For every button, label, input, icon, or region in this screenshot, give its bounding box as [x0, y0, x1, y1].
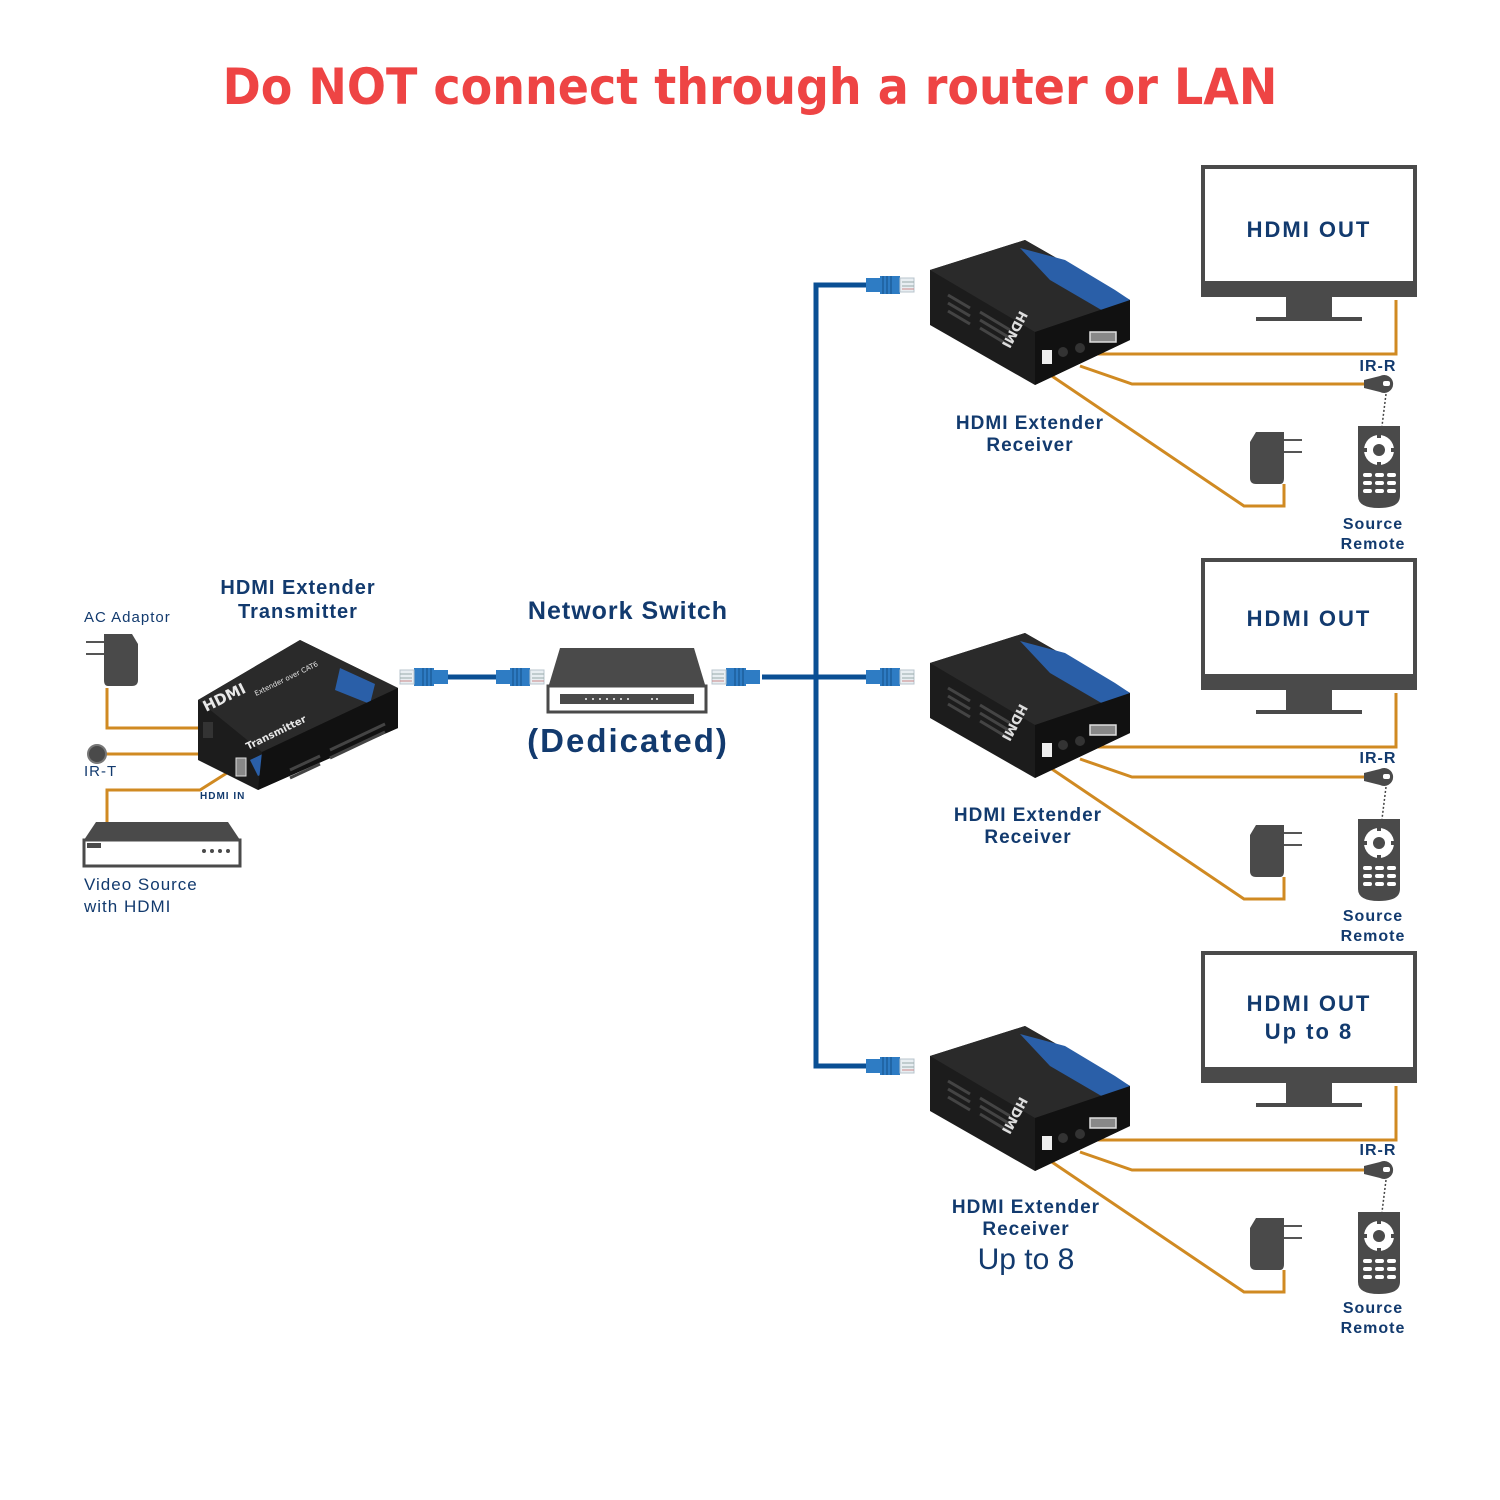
- source-remote: [1358, 426, 1400, 508]
- ir-r-receiver: [1364, 768, 1394, 820]
- source-remote-label: Source Remote: [1330, 1299, 1416, 1339]
- source-remote-line1: Source: [1342, 1300, 1404, 1317]
- source-remote-label: Source Remote: [1330, 515, 1416, 555]
- ir-t-emitter: [87, 744, 107, 764]
- receiver-device: [928, 1024, 1132, 1173]
- network-switch-label: Network Switch: [527, 597, 729, 625]
- rj45-connector-switch-in: [495, 667, 545, 687]
- source-remote: [1358, 1212, 1400, 1294]
- network-switch-sublabel: (Dedicated): [527, 722, 729, 759]
- power-cable-rx: [1039, 1152, 1286, 1294]
- source-remote-line1: Source: [1342, 516, 1404, 533]
- power-cable-rx: [1039, 366, 1286, 508]
- rj45-connector-tx: [399, 667, 449, 687]
- source-remote-line2: Remote: [1340, 928, 1406, 945]
- receiver-label-line2: Receiver: [986, 435, 1074, 456]
- receiver-label-line1: HDMI Extender: [955, 413, 1105, 434]
- ir-t-label: IR-T: [84, 763, 118, 780]
- hdmi-in-label: HDMI IN: [200, 791, 246, 802]
- rj45-connector-rx3: [865, 1056, 915, 1076]
- monitor: [1201, 558, 1417, 714]
- receiver-row-1: [928, 165, 1417, 508]
- source-remote-label: Source Remote: [1330, 907, 1416, 947]
- video-source-label-line2: with HDMI: [84, 897, 172, 916]
- receiver-device: [928, 238, 1132, 387]
- video-source-label-line1: Video Source: [84, 875, 198, 894]
- ir-r-cable: [1079, 757, 1368, 779]
- ir-r-cable: [1079, 1150, 1368, 1172]
- monitor-line2: Up to 8: [1264, 1019, 1354, 1044]
- receiver-label: HDMI Extender Receiver: [930, 413, 1130, 457]
- monitor-screen-text: HDMI OUT: [1205, 216, 1413, 244]
- hdmi-out-cable: [1084, 693, 1398, 749]
- transmitter-label-line2: Transmitter: [238, 601, 358, 623]
- ac-adaptor-tx: [85, 633, 139, 687]
- ir-r-cable: [1079, 364, 1368, 386]
- ac-adaptor-label: AC Adaptor: [84, 609, 171, 626]
- page-title: Do NOT connect through a router or LAN: [222, 58, 1278, 116]
- ac-adaptor-rx: [1249, 824, 1303, 878]
- rj45-connector-switch-out: [711, 667, 761, 687]
- ir-r-receiver: [1364, 375, 1394, 427]
- monitor-screen-text: HDMI OUT: [1205, 605, 1413, 633]
- source-remote-line2: Remote: [1340, 1320, 1406, 1337]
- ir-r-label: IR-R: [1359, 750, 1397, 767]
- receiver-row-3: [928, 951, 1417, 1294]
- receiver-label-line1: HDMI Extender: [953, 805, 1103, 826]
- receiver-label: HDMI Extender Receiver: [928, 805, 1128, 849]
- hdmi-in-cable: [105, 764, 239, 822]
- monitor-line1: HDMI OUT: [1246, 217, 1372, 242]
- source-remote: [1358, 819, 1400, 901]
- ac-adaptor-rx: [1249, 431, 1303, 485]
- receiver-label: HDMI Extender Receiver Up to 8: [926, 1197, 1126, 1279]
- hdmi-out-cable: [1084, 1086, 1398, 1142]
- receiver-label-line1: HDMI Extender: [951, 1197, 1101, 1218]
- receiver-label-line2: Receiver: [982, 1219, 1070, 1240]
- power-cable-tx: [105, 688, 200, 730]
- receiver-label-line3: Up to 8: [977, 1243, 1075, 1276]
- video-source-device: [82, 822, 242, 868]
- power-cable-rx: [1039, 759, 1286, 901]
- ir-r-label: IR-R: [1359, 1142, 1397, 1159]
- rj45-connector-rx1: [865, 275, 915, 295]
- ir-r-label: IR-R: [1359, 358, 1397, 375]
- ac-adaptor-rx: [1249, 1217, 1303, 1271]
- monitor-line1: HDMI OUT: [1246, 991, 1372, 1016]
- transmitter-device: HDMI Extender over CAT6 Transmitter: [198, 640, 398, 790]
- network-switch-device: [546, 648, 708, 714]
- receiver-label-line2: Receiver: [984, 827, 1072, 848]
- transmitter-label-line1: HDMI Extender: [220, 577, 376, 599]
- receiver-device: [928, 631, 1132, 780]
- transmitter-label: HDMI Extender Transmitter: [198, 576, 398, 624]
- rj45-connector-rx2: [865, 667, 915, 687]
- ethernet-trunk: [448, 282, 870, 1069]
- hdmi-out-cable: [1084, 300, 1398, 356]
- receiver-row-2: [928, 558, 1417, 901]
- source-remote-line1: Source: [1342, 908, 1404, 925]
- video-source-label: Video Source with HDMI: [84, 874, 198, 918]
- monitor-line1: HDMI OUT: [1246, 606, 1372, 631]
- ethernet-bus: [813, 282, 866, 1069]
- source-remote-line2: Remote: [1340, 536, 1406, 553]
- ir-r-receiver: [1364, 1161, 1394, 1213]
- monitor-screen-text: HDMI OUT Up to 8: [1205, 990, 1413, 1046]
